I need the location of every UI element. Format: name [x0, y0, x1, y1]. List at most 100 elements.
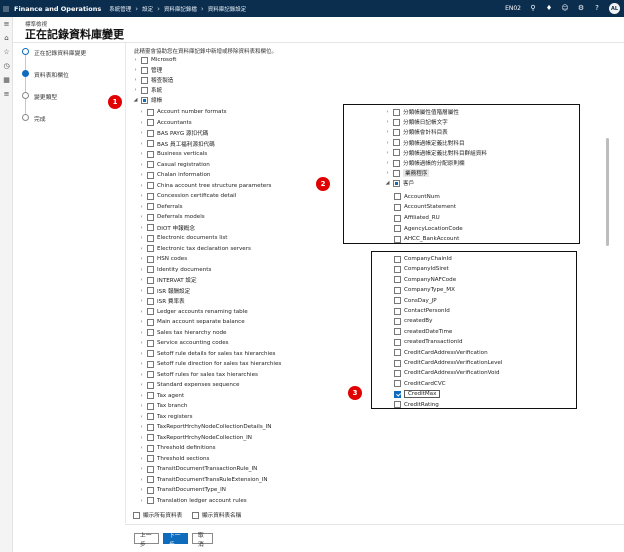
back-button[interactable]: 上一步 [134, 533, 159, 548]
chevron-right-icon[interactable]: › [140, 487, 143, 493]
item-checkbox[interactable] [147, 381, 154, 389]
item-checkbox[interactable] [394, 297, 401, 305]
item-checkbox[interactable] [147, 297, 154, 305]
field-item[interactable]: AHCC_BankAccount [392, 234, 459, 244]
item-checkbox[interactable] [147, 423, 154, 431]
tree-item[interactable]: ›Accountants [138, 118, 192, 128]
tree-item[interactable]: ›分類帳過帳定義比對科目群組資料 [384, 148, 487, 158]
tree-item[interactable]: ›Electronic documents list [138, 233, 227, 243]
item-checkbox[interactable] [393, 179, 400, 187]
item-checkbox[interactable] [141, 96, 148, 104]
item-checkbox[interactable] [394, 328, 401, 336]
app-launcher-icon[interactable] [0, 0, 12, 17]
chevron-right-icon[interactable]: › [386, 149, 389, 156]
step-item[interactable]: 正在記錄資料庫變更 [22, 48, 86, 57]
bell-icon[interactable]: ♦ [545, 4, 553, 12]
chevron-right-icon[interactable]: › [140, 287, 143, 294]
item-checkbox[interactable] [394, 338, 401, 346]
item-checkbox[interactable] [147, 171, 154, 179]
tree-item[interactable]: ›Account number formats [138, 107, 227, 117]
field-item[interactable]: CreditRating [392, 400, 439, 410]
chevron-right-icon[interactable]: › [140, 371, 143, 378]
chevron-right-icon[interactable]: › [386, 139, 389, 146]
tree-item[interactable]: ›ISR 費率表 [138, 296, 185, 306]
item-checkbox[interactable] [393, 159, 400, 167]
tree-item[interactable]: ›Setoff rules for sales tax hierarchies [138, 370, 258, 380]
tree-item[interactable]: ›Tax branch [138, 401, 187, 411]
item-checkbox[interactable] [147, 350, 154, 357]
tree-item[interactable]: ›Setoff rule details for sales tax hiera… [138, 349, 275, 359]
show-table-names-checkbox[interactable] [192, 511, 199, 519]
field-item[interactable]: CompanyChainId [392, 254, 452, 264]
chevron-right-icon[interactable]: › [140, 466, 143, 472]
item-checkbox[interactable] [147, 213, 154, 221]
view-selector[interactable]: 標準檢視 [25, 22, 48, 28]
field-item[interactable]: CreditCardAddressVerificationVoid [392, 368, 500, 378]
chevron-right-icon[interactable]: › [134, 67, 137, 73]
star-icon[interactable]: ☆ [3, 48, 10, 56]
tree-item[interactable]: ›Chalan information [138, 170, 210, 180]
chevron-right-icon[interactable]: › [140, 130, 143, 136]
chevron-right-icon[interactable]: › [140, 445, 143, 451]
item-checkbox[interactable] [147, 371, 154, 378]
tree-item[interactable]: ›Setoff rule direction for sales tax hie… [138, 359, 281, 369]
chevron-right-icon[interactable]: › [140, 245, 143, 252]
item-checkbox[interactable] [141, 66, 148, 74]
tree-item[interactable]: ›分類帳過帳的分配原則欄 [384, 158, 465, 168]
tree-item[interactable]: ›分類帳屬性值階層屬性 [384, 107, 459, 117]
chevron-right-icon[interactable]: › [134, 87, 137, 93]
list-icon[interactable]: ≡ [3, 90, 10, 98]
chevron-right-icon[interactable]: › [140, 340, 143, 346]
item-checkbox[interactable] [394, 380, 401, 388]
tree-item[interactable]: ›業務程序 [384, 168, 430, 178]
item-checkbox[interactable] [147, 402, 154, 410]
chevron-right-icon[interactable]: › [140, 151, 143, 157]
item-checkbox[interactable] [393, 139, 400, 147]
chevron-right-icon[interactable]: › [140, 455, 143, 462]
tree-item[interactable]: ›TaxReportHrchyNodeCollectionDetails_IN [138, 422, 271, 432]
step-item[interactable]: 完成 [22, 114, 46, 123]
tree-item[interactable]: ›系統 [132, 85, 162, 95]
chevron-right-icon[interactable]: › [386, 109, 389, 115]
item-checkbox[interactable] [394, 369, 401, 377]
tree-item[interactable]: ›Standard expenses sequence [138, 380, 239, 390]
item-checkbox[interactable] [147, 308, 154, 315]
chevron-right-icon[interactable]: › [140, 308, 143, 315]
field-item[interactable]: createdTransactionId [392, 337, 463, 347]
tree-item[interactable]: ›Electronic tax declaration servers [138, 244, 251, 254]
chevron-right-icon[interactable]: › [140, 182, 143, 189]
field-item-selected[interactable]: CreditMax [392, 389, 441, 399]
tree-group[interactable]: ◢總帳 [132, 95, 162, 105]
item-checkbox[interactable] [147, 266, 154, 273]
item-checkbox[interactable] [147, 224, 154, 231]
chevron-right-icon[interactable]: › [140, 235, 143, 241]
chevron-right-icon[interactable]: › [140, 203, 143, 210]
tree-item[interactable]: ›Sales tax hierarchy node [138, 328, 227, 338]
scrollbar[interactable] [606, 138, 609, 246]
item-checkbox[interactable] [147, 192, 154, 200]
item-checkbox[interactable] [394, 349, 401, 357]
item-checkbox[interactable] [147, 287, 154, 294]
item-checkbox[interactable] [394, 286, 401, 294]
tree-item[interactable]: ›分類帳會計科目表 [384, 127, 448, 137]
item-checkbox[interactable] [147, 203, 154, 210]
item-checkbox[interactable] [394, 235, 401, 243]
tree-item[interactable]: ›TransitDocumentType_IN [138, 485, 226, 495]
chevron-right-icon[interactable]: › [140, 298, 143, 304]
tree-group[interactable]: ◢客戶 [384, 178, 414, 188]
chevron-right-icon[interactable]: › [134, 77, 137, 83]
item-checkbox[interactable] [141, 56, 148, 64]
item-checkbox[interactable] [393, 118, 400, 126]
chevron-right-icon[interactable]: › [140, 256, 143, 262]
step-item[interactable]: 資料表和欄位 [22, 70, 69, 79]
tree-item[interactable]: ›Deferrals models [138, 212, 205, 222]
field-item[interactable]: AgencyLocationCode [392, 224, 463, 234]
item-checkbox[interactable] [394, 203, 401, 211]
chevron-right-icon[interactable]: › [140, 172, 143, 178]
chevron-right-icon[interactable]: › [140, 361, 143, 367]
tree-item[interactable]: ›Deferrals [138, 202, 183, 212]
item-checkbox[interactable] [393, 108, 400, 116]
item-checkbox[interactable] [147, 318, 154, 326]
item-checkbox[interactable] [147, 329, 154, 336]
help-icon[interactable]: ? [595, 4, 599, 12]
